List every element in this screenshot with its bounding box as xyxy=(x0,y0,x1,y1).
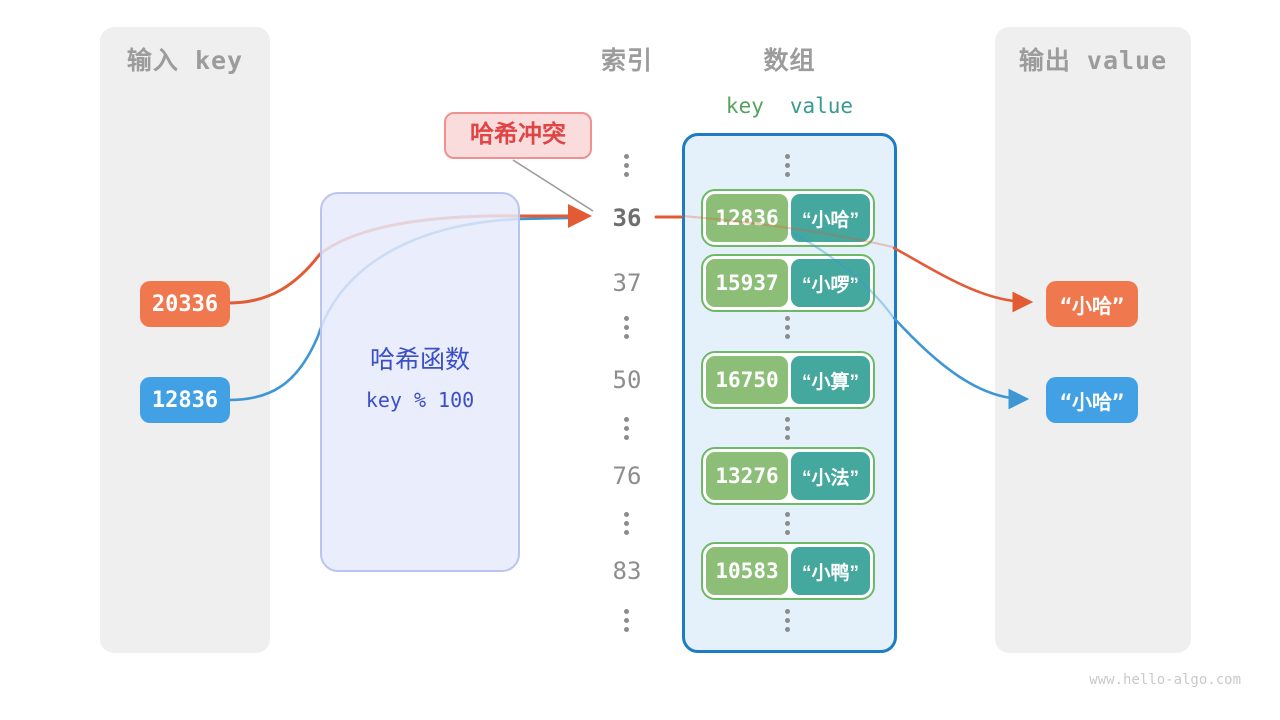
hash-function-box xyxy=(320,192,520,572)
array-value-cell: “小啰” xyxy=(791,259,870,307)
index-50: 50 xyxy=(612,366,642,394)
array-key-header: key xyxy=(725,94,764,118)
array-row-83: 10583 “小鸭” xyxy=(701,542,875,600)
array-key-cell: 13276 xyxy=(706,452,788,500)
output-value-blue: “小哈” xyxy=(1046,377,1138,423)
index-36: 36 xyxy=(612,204,642,232)
index-ellipsis xyxy=(624,609,630,632)
array-key-cell: 15937 xyxy=(706,259,788,307)
array-kv-header: key value xyxy=(682,94,897,118)
index-37: 37 xyxy=(612,269,642,297)
array-ellipsis xyxy=(785,512,791,535)
array-ellipsis xyxy=(785,417,791,440)
collision-pointer-line xyxy=(512,159,594,212)
watermark: www.hello-algo.com xyxy=(1089,672,1241,688)
input-key-12836: 12836 xyxy=(140,377,230,423)
index-83: 83 xyxy=(612,557,642,585)
array-title: 数组 xyxy=(763,46,816,75)
index-ellipsis xyxy=(624,154,630,177)
array-key-cell: 12836 xyxy=(706,194,788,242)
index-ellipsis xyxy=(624,417,630,440)
array-row-37: 15937 “小啰” xyxy=(701,254,875,312)
array-row-36: 12836 “小哈” xyxy=(701,189,875,247)
array-row-76: 13276 “小法” xyxy=(701,447,875,505)
output-panel xyxy=(995,27,1191,653)
output-value-orange: “小哈” xyxy=(1046,281,1138,327)
hash-function-title: 哈希函数 xyxy=(369,346,470,374)
index-76: 76 xyxy=(612,462,642,490)
array-key-cell: 10583 xyxy=(706,547,788,595)
input-panel-title: 输入 key xyxy=(126,46,244,75)
array-value-header: value xyxy=(789,94,854,118)
input-key-20336: 20336 xyxy=(140,281,230,327)
array-ellipsis xyxy=(785,609,791,632)
input-panel xyxy=(100,27,270,653)
hash-collision-label: 哈希冲突 xyxy=(444,112,592,159)
hash-function-formula: key % 100 xyxy=(365,388,475,412)
index-ellipsis xyxy=(624,316,630,339)
array-value-cell: “小哈” xyxy=(791,194,870,242)
array-value-cell: “小鸭” xyxy=(791,547,870,595)
array-row-50: 16750 “小算” xyxy=(701,351,875,409)
index-column-title: 索引 xyxy=(600,46,653,75)
output-panel-title: 输出 value xyxy=(1018,46,1168,75)
array-key-cell: 16750 xyxy=(706,356,788,404)
index-ellipsis xyxy=(624,512,630,535)
array-value-cell: “小法” xyxy=(791,452,870,500)
array-ellipsis xyxy=(785,154,791,177)
array-value-cell: “小算” xyxy=(791,356,870,404)
array-ellipsis xyxy=(785,316,791,339)
